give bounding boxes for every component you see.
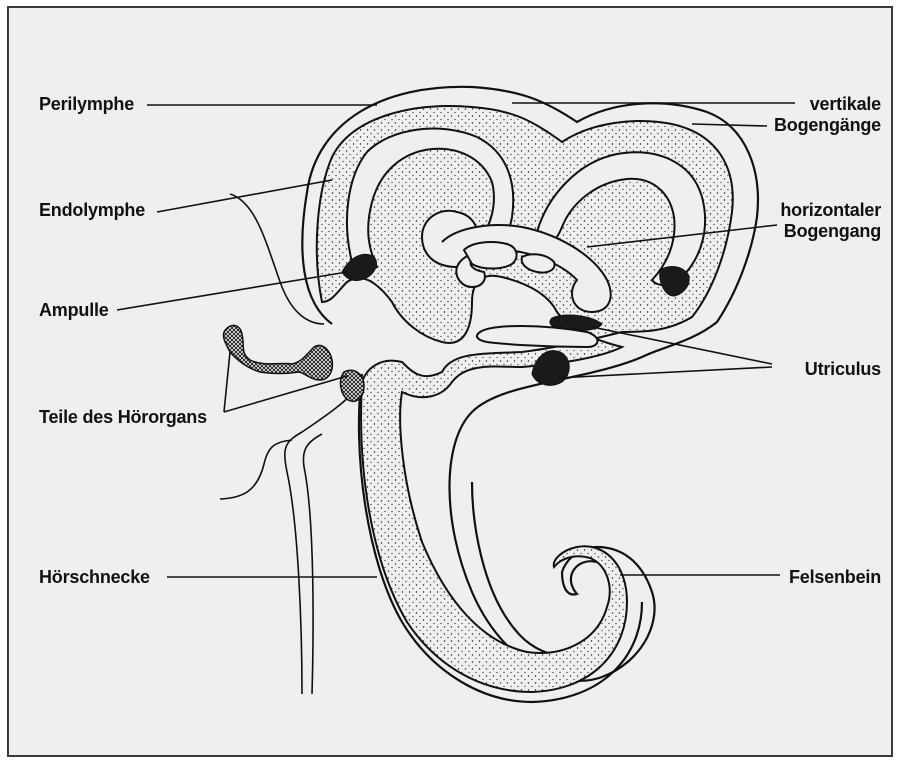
leader-hororgan-2 bbox=[224, 376, 347, 412]
label-bogengang: Bogengang bbox=[780, 221, 881, 242]
label-vertikale: vertikale bbox=[774, 94, 881, 115]
label-teile-des-hororgans: Teile des Hörorgans bbox=[39, 407, 207, 428]
diagram-frame: Perilymphe Endolymphe Ampulle Teile des … bbox=[7, 6, 893, 757]
label-endolymphe: Endolymphe bbox=[39, 200, 145, 221]
label-perilymphe: Perilymphe bbox=[39, 94, 134, 115]
label-horizontaler: horizontaler bbox=[780, 200, 881, 221]
label-horizontaler-bogengang: horizontaler Bogengang bbox=[780, 200, 881, 242]
hororgan-chain bbox=[223, 325, 332, 380]
leader-ampulle bbox=[117, 272, 347, 310]
label-horschnecke: Hörschnecke bbox=[39, 567, 150, 588]
leader-bogengaenge bbox=[692, 124, 767, 126]
nerve-sheath-base bbox=[220, 440, 292, 499]
label-ampulle: Ampulle bbox=[39, 300, 109, 321]
leader-hororgan-1 bbox=[224, 352, 230, 412]
nerve-sheath-outer bbox=[230, 194, 324, 324]
label-vertikale-bogengaenge: vertikale Bogengänge bbox=[774, 94, 881, 136]
nerve-sheath-vertical-2 bbox=[303, 434, 322, 694]
horizontal-canal-inner bbox=[464, 242, 517, 269]
hororgan-stapes bbox=[341, 370, 364, 401]
label-utriculus: Utriculus bbox=[805, 359, 881, 380]
label-felsenbein: Felsenbein bbox=[789, 567, 881, 588]
label-bogengaenge: Bogengänge bbox=[774, 115, 881, 136]
nerve-sheath-vertical-1 bbox=[285, 382, 362, 694]
inner-ear-diagram bbox=[9, 8, 893, 757]
